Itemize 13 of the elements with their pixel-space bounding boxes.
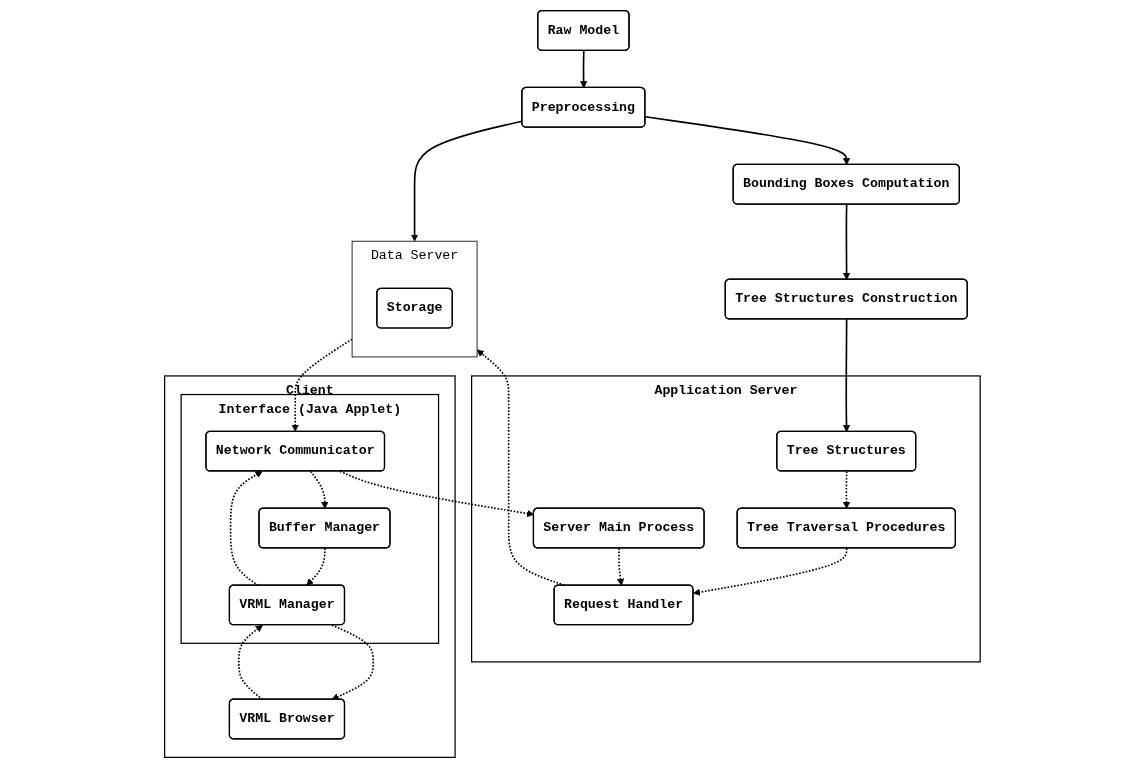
arrow xyxy=(579,49,587,88)
arrow xyxy=(692,546,848,596)
arrow xyxy=(309,470,328,509)
arrow xyxy=(644,115,850,165)
arrow xyxy=(229,470,263,586)
arrow xyxy=(237,624,263,700)
arrow xyxy=(842,203,850,280)
arrow xyxy=(306,546,326,586)
arrow xyxy=(842,318,850,432)
arrow xyxy=(842,470,850,509)
arrow xyxy=(330,623,374,700)
arrow xyxy=(616,546,624,586)
arrow xyxy=(291,337,353,432)
